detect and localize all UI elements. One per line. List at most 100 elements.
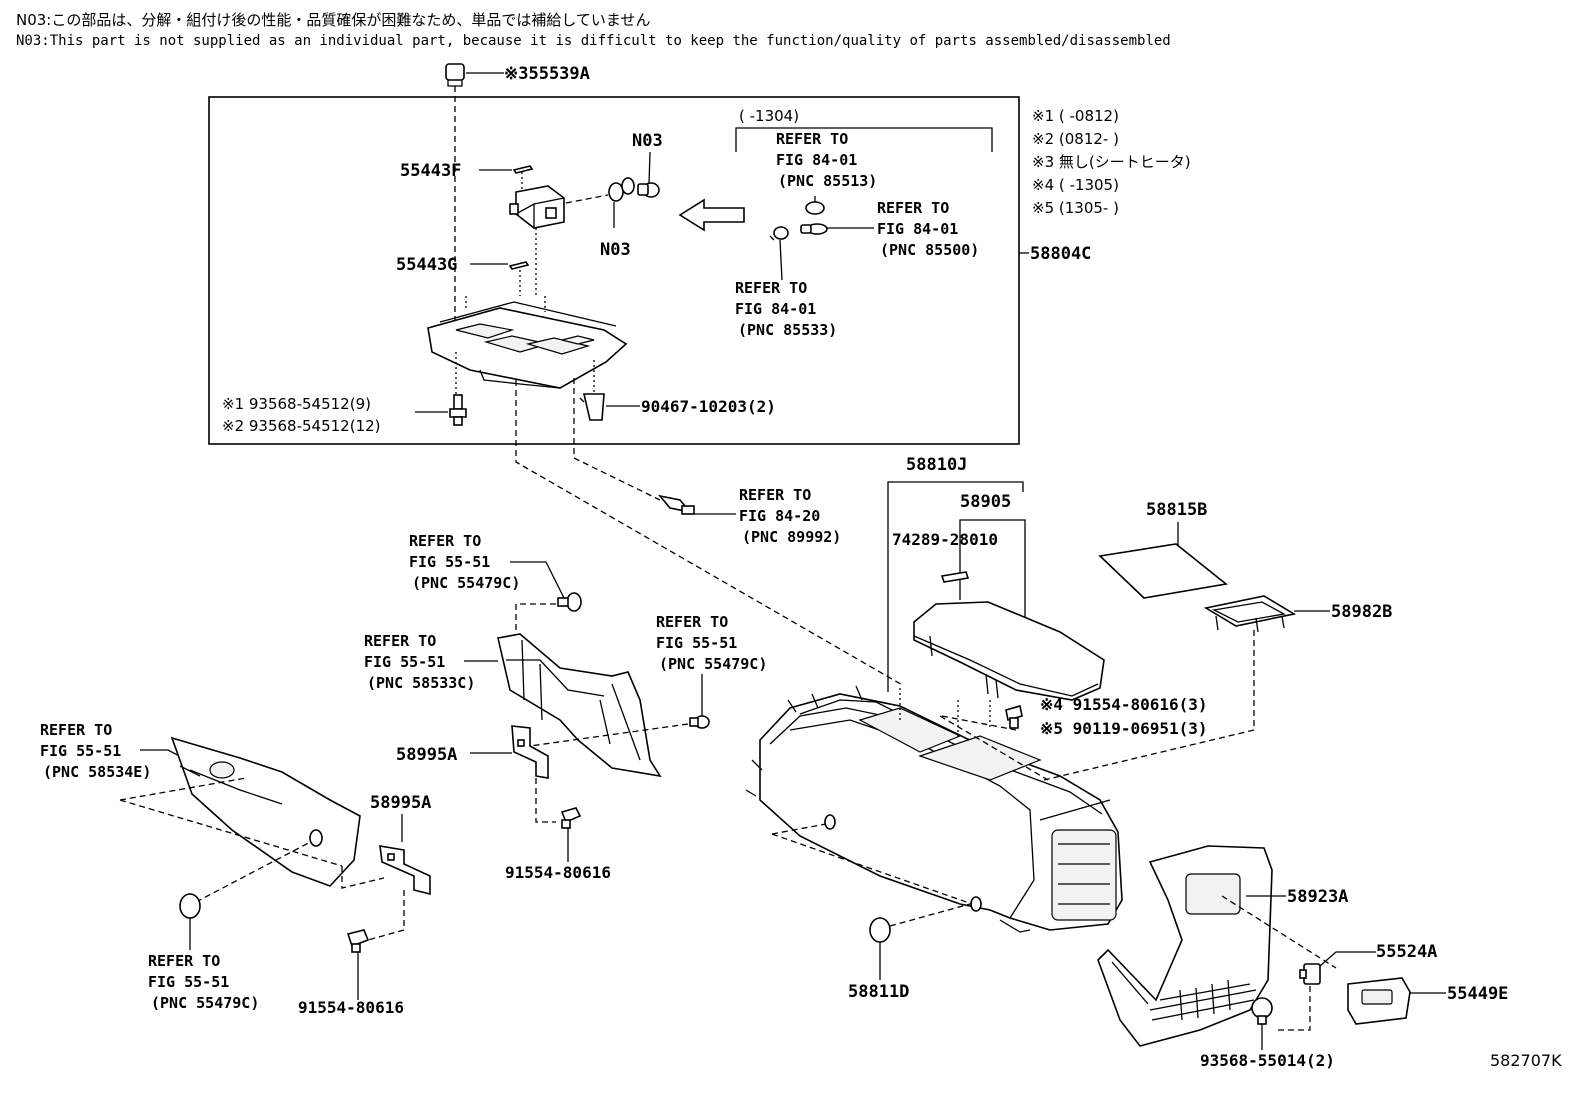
- svg-text:FIG 84-01: FIG 84-01: [735, 300, 816, 318]
- label-plate-74289-part: [940, 571, 970, 583]
- label-90467: 90467-10203(2): [641, 397, 776, 416]
- mat-58815B-part: [1098, 543, 1228, 599]
- label-58923A: 58923A: [1287, 887, 1348, 907]
- screw-91554-lower-part: [346, 929, 370, 953]
- svg-text:FIG 84-01: FIG 84-01: [776, 151, 857, 169]
- svg-text:※3 無し(シートヒータ): ※3 無し(シートヒータ): [1032, 153, 1191, 171]
- svg-text:FIG 55-51: FIG 55-51: [40, 742, 121, 760]
- svg-text:REFER TO: REFER TO: [409, 532, 481, 550]
- label-55524A: 55524A: [1376, 942, 1437, 962]
- svg-text:(PNC 89992): (PNC 89992): [742, 528, 841, 546]
- tray-58982B-part: [1203, 595, 1297, 633]
- screw-91554-90119-part: [1005, 704, 1023, 729]
- bulb-socket-parts: [769, 196, 828, 281]
- assembly-frame: [208, 96, 1020, 445]
- clip-55479-upper-part: [557, 592, 582, 612]
- switch-55524A-part: [1299, 963, 1321, 985]
- hinge-58995A-upper-part: [511, 725, 549, 779]
- clip-console-rear-part: [970, 896, 982, 912]
- screw-93568-part: [449, 394, 467, 426]
- plate-55443F-part: [512, 165, 534, 174]
- ref-55479-upper: REFER TO FIG 55-51 (PNC 55479C): [409, 532, 520, 592]
- plate-55443G-part: [508, 261, 530, 270]
- ref-85533: REFER TO FIG 84-01 (PNC 85533): [735, 279, 837, 339]
- label-58995A-upper: 58995A: [396, 745, 457, 765]
- svg-text:FIG 84-01: FIG 84-01: [877, 220, 958, 238]
- label-58995A-lower: 58995A: [370, 793, 431, 813]
- assembly-arrow: [678, 198, 745, 232]
- svg-text:(PNC 58534E): (PNC 58534E): [43, 763, 151, 781]
- svg-text:REFER TO: REFER TO: [148, 952, 220, 970]
- label-93568-55014: 93568-55014(2): [1200, 1051, 1335, 1070]
- svg-text:※5 (1305- ): ※5 (1305- ): [1032, 199, 1119, 217]
- svg-text:(PNC 55479C): (PNC 55479C): [659, 655, 767, 673]
- screw-91554-upper-part: [560, 807, 582, 829]
- rear-panel-58923A-part: [1097, 845, 1273, 1047]
- label-58905: 58905: [960, 492, 1011, 512]
- leader-58810J: [887, 481, 1024, 692]
- svg-text:(PNC 85513): (PNC 85513): [778, 172, 877, 190]
- hinge-58995A-lower-part: [379, 845, 431, 896]
- svg-text:REFER TO: REFER TO: [776, 130, 848, 148]
- svg-text:※4 ( -1305): ※4 ( -1305): [1032, 176, 1119, 194]
- svg-text:※1 ( -0812): ※1 ( -0812): [1032, 107, 1119, 125]
- shift-panel-part: [427, 301, 628, 389]
- ref-58533: REFER TO FIG 55-51 (PNC 58533C): [364, 632, 475, 692]
- label-91554-80616-3: ※4 91554-80616(3): [1040, 695, 1208, 714]
- label-58982B: 58982B: [1331, 602, 1392, 622]
- svg-text:FIG 84-20: FIG 84-20: [739, 507, 820, 525]
- svg-text:(PNC 85500): (PNC 85500): [880, 241, 979, 259]
- ref-58534: REFER TO FIG 55-51 (PNC 58534E): [40, 721, 151, 781]
- side-panel-58534-part: [170, 736, 361, 887]
- svg-text:FIG 55-51: FIG 55-51: [656, 634, 737, 652]
- clip-55479-lower-part: [309, 829, 323, 847]
- label-55443G: 55443G: [396, 255, 457, 275]
- label-58811D: 58811D: [848, 982, 909, 1002]
- console-body-part: [745, 685, 1123, 933]
- label-74289: 74289-28010: [892, 530, 998, 549]
- label-n03-top: N03: [632, 131, 663, 151]
- switch-assembly-part: [509, 185, 565, 229]
- svg-text:REFER TO: REFER TO: [877, 199, 949, 217]
- ref-55479-middle: REFER TO FIG 55-51 (PNC 55479C): [656, 613, 767, 673]
- svg-text:FIG 55-51: FIG 55-51: [148, 973, 229, 991]
- clip-58811D-part: [869, 917, 891, 943]
- connector-89992-part: [657, 494, 695, 515]
- note-jp: N03:この部品は、分解・組付け後の性能・品質確保が困難なため、単品では補給して…: [16, 11, 651, 29]
- label-93568-54512-9: ※1 93568-54512(9): [222, 395, 371, 413]
- label-55539A: ※355539A: [504, 64, 590, 84]
- svg-text:FIG 55-51: FIG 55-51: [364, 653, 445, 671]
- label-90119-06951-3: ※5 90119-06951(3): [1040, 719, 1208, 738]
- svg-text:(PNC 58533C): (PNC 58533C): [367, 674, 475, 692]
- svg-text:(PNC 55479C): (PNC 55479C): [412, 574, 520, 592]
- clip-90467-part: [579, 393, 605, 421]
- label-58804C: 58804C: [1030, 244, 1091, 264]
- label-91554-lower: 91554-80616: [298, 998, 404, 1017]
- svg-text:REFER TO: REFER TO: [739, 486, 811, 504]
- svg-text:※2 (0812- ): ※2 (0812- ): [1032, 130, 1119, 148]
- ref-85500: REFER TO FIG 84-01 (PNC 85500): [877, 199, 979, 259]
- svg-text:(PNC 55479C): (PNC 55479C): [151, 994, 259, 1012]
- bezel-55449E-part: [1347, 977, 1411, 1025]
- clip-55479-lower-large-part: [179, 893, 201, 919]
- ref-55479-lower: REFER TO FIG 55-51 (PNC 55479C): [148, 952, 259, 1012]
- bracket-range-label: ( -1304): [739, 107, 799, 125]
- svg-text:(PNC 85533): (PNC 85533): [738, 321, 837, 339]
- label-58810J: 58810J: [906, 455, 967, 475]
- label-55443F: 55443F: [400, 161, 461, 181]
- n03-connector-part: [608, 177, 660, 202]
- note-en: N03:This part is not supplied as an indi…: [16, 33, 1171, 49]
- svg-text:REFER TO: REFER TO: [40, 721, 112, 739]
- svg-text:REFER TO: REFER TO: [735, 279, 807, 297]
- clip-55479-middle-part: [689, 715, 710, 729]
- figure-id: 582707K: [1490, 1051, 1562, 1070]
- svg-text:REFER TO: REFER TO: [656, 613, 728, 631]
- svg-text:REFER TO: REFER TO: [364, 632, 436, 650]
- svg-text:FIG 55-51: FIG 55-51: [409, 553, 490, 571]
- ref-89992: REFER TO FIG 84-20 (PNC 89992): [739, 486, 841, 546]
- switch-55539A-part: [445, 63, 465, 87]
- label-58815B: 58815B: [1146, 500, 1207, 520]
- clip-93568-55014-part: [1251, 997, 1273, 1025]
- ref-85513: REFER TO FIG 84-01 (PNC 85513): [776, 130, 877, 190]
